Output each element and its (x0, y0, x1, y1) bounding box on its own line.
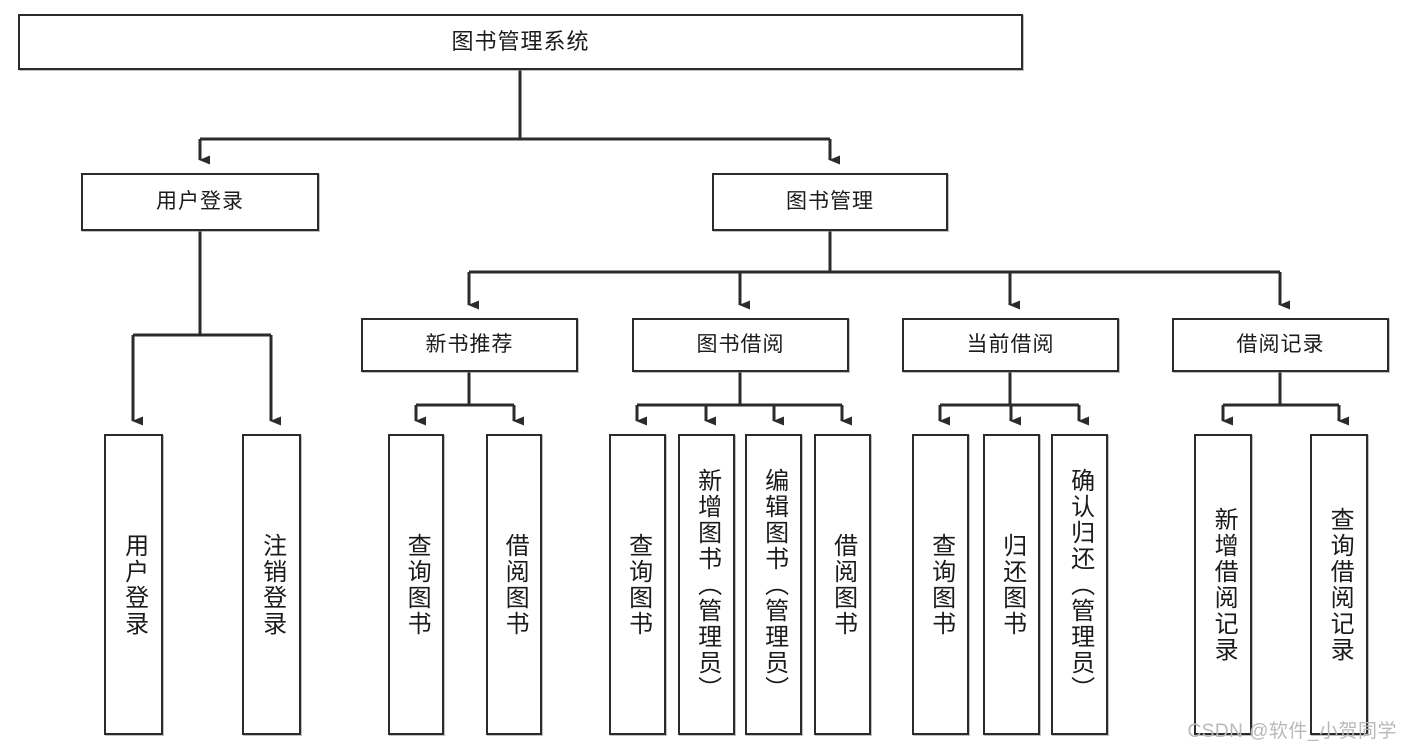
leaf-query-record[interactable]: 查询借阅记录 (1310, 434, 1368, 735)
node-current-borrow[interactable]: 当前借阅 (902, 318, 1119, 372)
leaf-query-book-1-label: 查询图书 (403, 532, 431, 637)
connectors-new-book-recommend (414, 372, 524, 426)
leaf-add-book[interactable]: 新增图书（管理员） (678, 434, 735, 735)
connectors-book-borrow (635, 372, 852, 426)
node-borrow-records-label: 借阅记录 (1236, 332, 1325, 356)
node-current-borrow-label: 当前借阅 (966, 332, 1055, 356)
node-borrow-records[interactable]: 借阅记录 (1172, 318, 1389, 372)
leaf-borrow-book-1[interactable]: 借阅图书 (486, 434, 542, 735)
leaf-return-book-label: 归还图书 (998, 532, 1026, 637)
leaf-logout[interactable]: 注销登录 (242, 434, 301, 735)
node-new-book-recommend[interactable]: 新书推荐 (361, 318, 578, 372)
leaf-borrow-book-1-label: 借阅图书 (501, 532, 529, 637)
node-user-login[interactable]: 用户登录 (81, 173, 319, 231)
leaf-user-login[interactable]: 用户登录 (104, 434, 163, 735)
node-book-borrow[interactable]: 图书借阅 (632, 318, 849, 372)
leaf-edit-book-label: 编辑图书（管理员） (760, 467, 788, 702)
node-book-manage[interactable]: 图书管理 (712, 173, 948, 231)
leaf-user-login-label: 用户登录 (120, 532, 148, 637)
connectors-borrow-records (1221, 372, 1349, 426)
connectors-user-login (131, 231, 281, 426)
leaf-query-book-2-label: 查询图书 (624, 532, 652, 637)
leaf-edit-book[interactable]: 编辑图书（管理员） (745, 434, 802, 735)
leaf-add-book-label: 新增图书（管理员） (693, 467, 721, 702)
leaf-query-book-3[interactable]: 查询图书 (912, 434, 969, 735)
leaf-query-book-3-label: 查询图书 (927, 532, 955, 637)
connectors-book-manage (467, 231, 1290, 310)
connectors-current-borrow (938, 372, 1089, 426)
leaf-confirm-return-label: 确认归还（管理员） (1066, 467, 1094, 702)
leaf-confirm-return[interactable]: 确认归还（管理员） (1051, 434, 1108, 735)
node-book-borrow-label: 图书借阅 (696, 332, 785, 356)
node-root[interactable]: 图书管理系统 (18, 14, 1023, 70)
connectors-root (198, 70, 840, 165)
node-book-manage-label: 图书管理 (786, 189, 874, 213)
node-new-book-recommend-label: 新书推荐 (425, 332, 514, 356)
leaf-borrow-book-2-label: 借阅图书 (829, 532, 857, 637)
leaf-return-book[interactable]: 归还图书 (983, 434, 1040, 735)
node-root-label: 图书管理系统 (451, 29, 590, 55)
leaf-add-record-label: 新增借阅记录 (1210, 506, 1238, 663)
leaf-borrow-book-2[interactable]: 借阅图书 (814, 434, 871, 735)
leaf-query-book-1[interactable]: 查询图书 (388, 434, 444, 735)
leaf-query-book-2[interactable]: 查询图书 (609, 434, 666, 735)
leaf-query-record-label: 查询借阅记录 (1326, 506, 1354, 663)
node-user-login-label: 用户登录 (156, 189, 244, 213)
leaf-logout-label: 注销登录 (258, 532, 286, 637)
leaf-add-record[interactable]: 新增借阅记录 (1194, 434, 1252, 735)
